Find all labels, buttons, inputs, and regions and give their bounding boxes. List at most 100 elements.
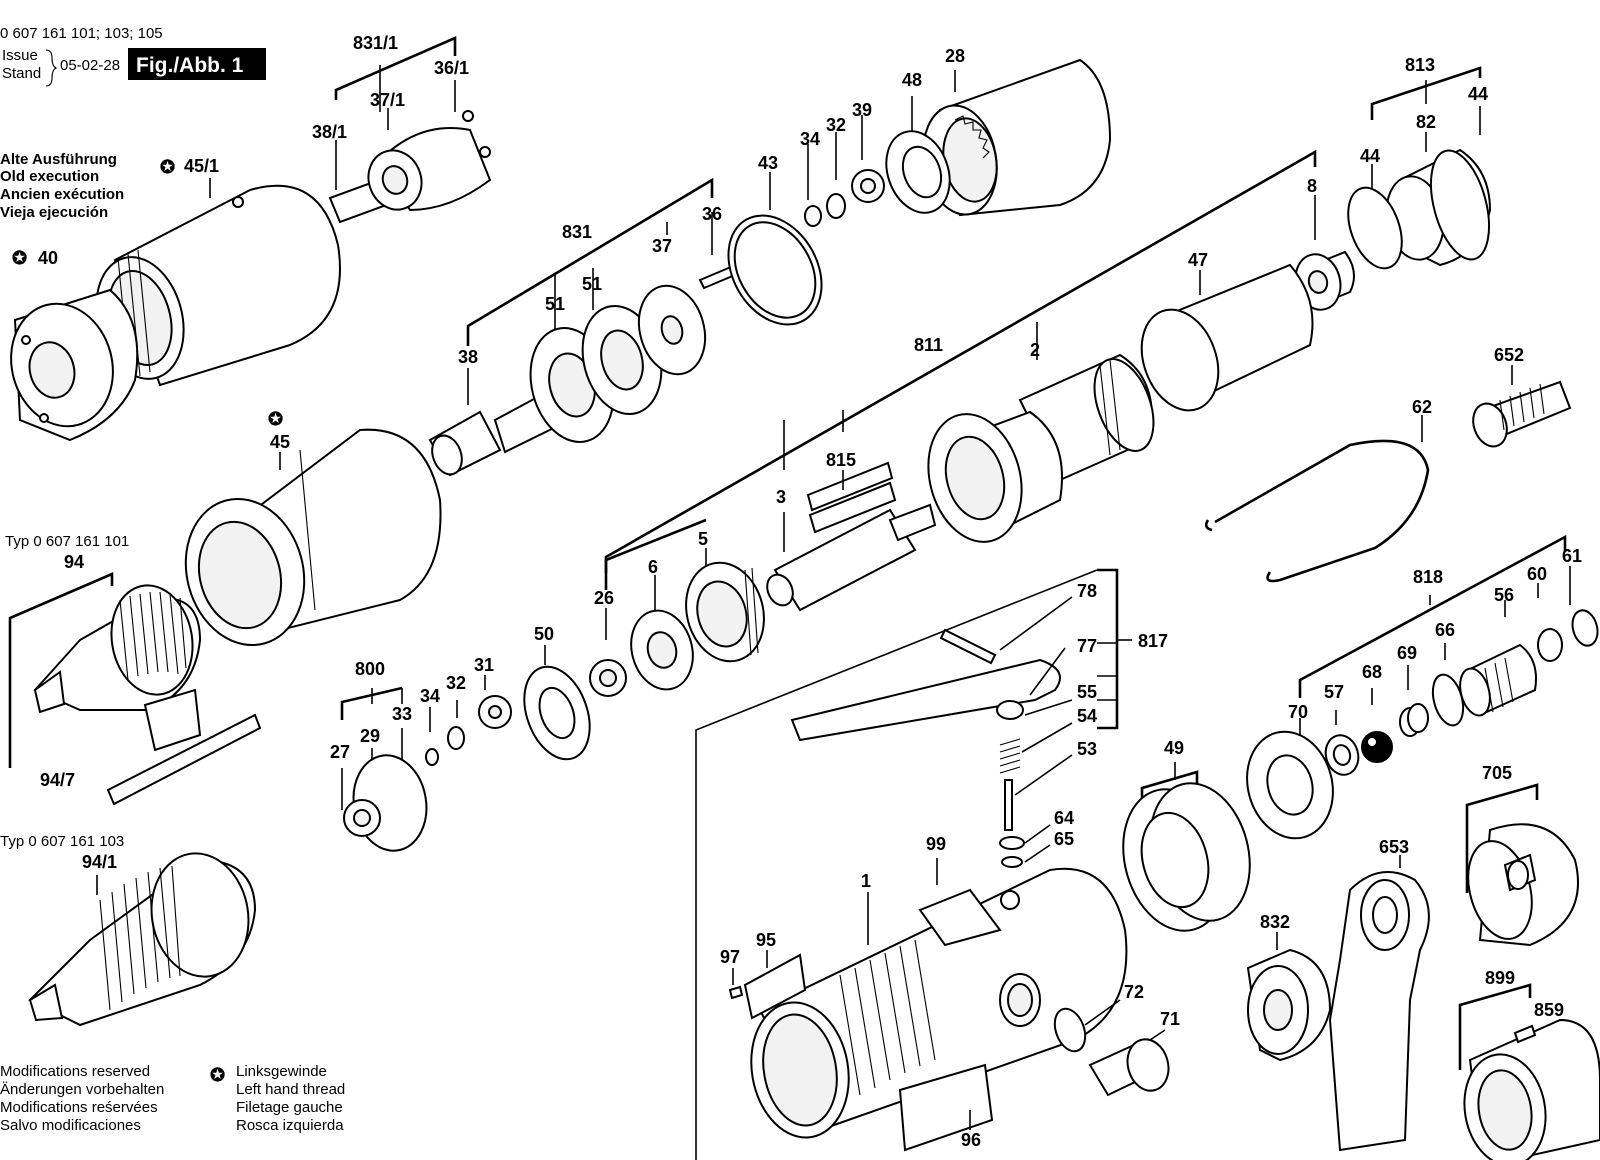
gear-cylinder-28 xyxy=(769,58,1112,227)
type-103-label: Typ 0 607 161 103 xyxy=(0,833,124,850)
callout-34-top: 34 xyxy=(800,129,820,149)
callout-817: 817 xyxy=(1138,631,1168,651)
part-705 xyxy=(1465,783,1579,947)
callout-34-bottom: 34 xyxy=(420,686,440,706)
callout-38-1: 38/1 xyxy=(312,122,347,142)
left-hand-thread-fr: Filetage gauche xyxy=(236,1099,343,1116)
callout-811: 811 xyxy=(914,335,943,355)
ring-50 xyxy=(523,645,591,761)
issue-brace xyxy=(45,49,58,87)
callout-859: 859 xyxy=(1534,1000,1564,1020)
callout-45: 45 xyxy=(270,432,290,452)
callout-652: 652 xyxy=(1494,345,1524,365)
callout-831-1: 831/1 xyxy=(353,33,398,53)
symbol-45: ✪ xyxy=(268,409,284,429)
handle-653 xyxy=(1328,855,1430,1152)
figure-label-box xyxy=(128,48,266,80)
chuck-94-1: Typ 0 607 161 103 xyxy=(0,833,257,1027)
callout-831: 831 xyxy=(562,222,592,242)
callout-65: 65 xyxy=(1054,829,1074,849)
callout-56: 56 xyxy=(1494,585,1514,605)
callout-51-right: 51 xyxy=(582,274,602,294)
callout-72: 72 xyxy=(1124,982,1144,1002)
callout-40: 40 xyxy=(38,248,58,268)
issue-date: 05-02-28 xyxy=(60,57,120,74)
callout-32-top: 32 xyxy=(826,115,846,135)
callout-97: 97 xyxy=(720,947,740,967)
callout-800: 800 xyxy=(355,659,385,679)
callout-68: 68 xyxy=(1362,662,1382,682)
callout-818: 818 xyxy=(1413,567,1443,587)
callout-61: 61 xyxy=(1562,546,1582,566)
group-831 xyxy=(428,177,823,477)
callout-49: 49 xyxy=(1164,738,1184,758)
callout-832: 832 xyxy=(1260,912,1290,932)
callout-62: 62 xyxy=(1412,397,1432,417)
stand-label: Stand xyxy=(2,65,41,82)
callout-815: 815 xyxy=(826,450,856,470)
callout-50: 50 xyxy=(534,624,554,644)
callout-44-left: 44 xyxy=(1360,146,1380,166)
callout-66: 66 xyxy=(1435,620,1455,640)
callout-55: 55 xyxy=(1077,682,1097,702)
left-hand-thread-en: Left hand thread xyxy=(236,1081,345,1098)
left-hand-thread-symbol: ✪ xyxy=(210,1065,226,1085)
modifications-en: Modifications reserved xyxy=(0,1063,150,1080)
callout-27: 27 xyxy=(330,742,350,762)
callout-94-1: 94/1 xyxy=(82,852,117,872)
callout-26: 26 xyxy=(594,588,614,608)
callout-71: 71 xyxy=(1160,1009,1180,1029)
callout-1: 1 xyxy=(861,871,871,891)
callout-53: 53 xyxy=(1077,739,1097,759)
symbol-45-1: ✪ xyxy=(160,157,176,177)
callout-51-left: 51 xyxy=(545,294,565,314)
callout-69: 69 xyxy=(1397,643,1417,663)
callout-77: 77 xyxy=(1077,636,1097,656)
group-818 xyxy=(1246,534,1599,840)
callout-45-1: 45/1 xyxy=(184,156,219,176)
callout-96: 96 xyxy=(961,1130,981,1150)
callout-33: 33 xyxy=(392,704,412,724)
fitting-652 xyxy=(1472,365,1572,448)
housing-45 xyxy=(184,428,442,647)
spring-49 xyxy=(1122,762,1251,932)
callout-47: 47 xyxy=(1188,250,1208,270)
main-housing-1 xyxy=(695,569,1170,1160)
callout-36: 36 xyxy=(702,204,722,224)
nut-832 xyxy=(1246,932,1332,1062)
callout-94: 94 xyxy=(64,552,84,572)
callout-653: 653 xyxy=(1379,837,1409,857)
callout-37-1: 37/1 xyxy=(370,90,405,110)
callout-705: 705 xyxy=(1482,763,1512,783)
part-numbers: 0 607 161 101; 103; 105 xyxy=(0,25,163,42)
callout-28: 28 xyxy=(945,46,965,66)
callout-78: 78 xyxy=(1077,581,1097,601)
modifications-es: Salvo modificaciones xyxy=(0,1117,141,1134)
modifications-fr: Modifications reśervées xyxy=(0,1099,158,1116)
callout-94-7: 94/7 xyxy=(40,770,75,790)
left-hand-thread-es: Rosca izquierda xyxy=(236,1117,344,1134)
callout-44-right: 44 xyxy=(1468,84,1488,104)
callout-82: 82 xyxy=(1416,112,1436,132)
wire-clip-62 xyxy=(1204,415,1430,583)
old-execution-es: Vieja ejecución xyxy=(0,204,108,221)
callout-48: 48 xyxy=(902,70,922,90)
callout-38: 38 xyxy=(458,347,478,367)
callout-54: 54 xyxy=(1077,706,1097,726)
callout-32-bottom: 32 xyxy=(446,673,466,693)
callout-8: 8 xyxy=(1307,176,1317,196)
callout-64: 64 xyxy=(1054,808,1074,828)
type-101-label: Typ 0 607 161 101 xyxy=(5,533,129,550)
adapter-assembly-831-1 xyxy=(328,36,492,224)
issue-label: Issue xyxy=(2,47,38,64)
callout-99: 99 xyxy=(926,834,946,854)
callout-813: 813 xyxy=(1405,55,1435,75)
callout-43: 43 xyxy=(758,153,778,173)
callout-6: 6 xyxy=(648,557,658,577)
symbol-40: ✪ xyxy=(12,248,28,268)
callout-29: 29 xyxy=(360,726,380,746)
figure-label: Fig./Abb. 1 xyxy=(136,54,244,77)
callout-57: 57 xyxy=(1324,682,1344,702)
